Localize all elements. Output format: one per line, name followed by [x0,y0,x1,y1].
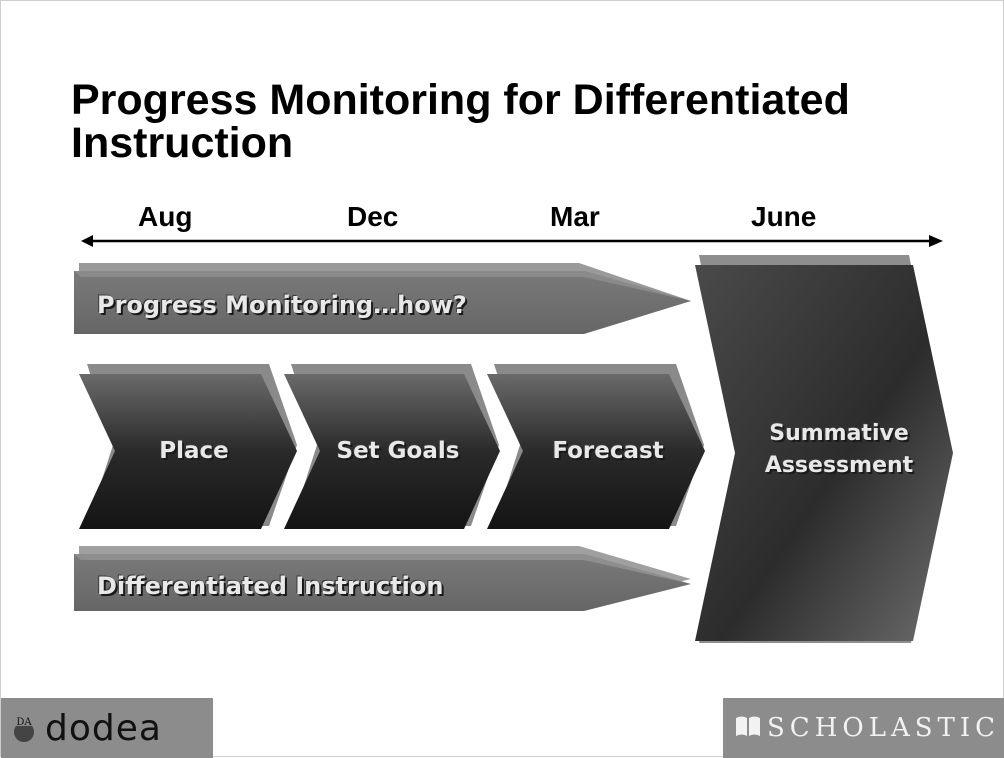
scholastic-logo: SCHOLASTIC [723,698,1004,758]
dodea-badge-text: DA [16,717,32,728]
month-label-aug: Aug [138,201,193,232]
summative-assessment-chevron [695,255,953,643]
step-chevron-forecast [487,364,705,529]
month-label-mar: Mar [550,201,600,232]
step-label-place: Place [159,438,229,464]
step-chevron-place [79,364,297,529]
summative-label-line1: Summative [769,421,909,446]
month-label-june: June [751,201,817,232]
differentiated-instruction-label: Differentiated Instruction [97,572,444,600]
differentiated-instruction-bar [74,546,691,611]
summative-label-line2: Assessment [764,453,914,478]
step-label-forecast: Forecast [552,438,664,464]
scholastic-wordmark: SCHOLASTIC [767,713,1001,743]
progress-monitoring-label: Progress Monitoring…how? [97,291,467,319]
month-label-dec: Dec [347,201,399,232]
step-label-set-goals: Set Goals [336,438,460,464]
timeline-axis [81,235,943,247]
dodea-emblem-icon: DA [7,711,41,745]
progress-monitoring-bar [74,263,691,334]
dodea-wordmark: dodea [45,707,162,749]
slide-title: Progress Monitoring for Differentiated I… [71,76,850,167]
book-icon [735,715,761,742]
step-chevron-set-goals [284,364,500,529]
dodea-logo: DA dodea [1,698,213,758]
